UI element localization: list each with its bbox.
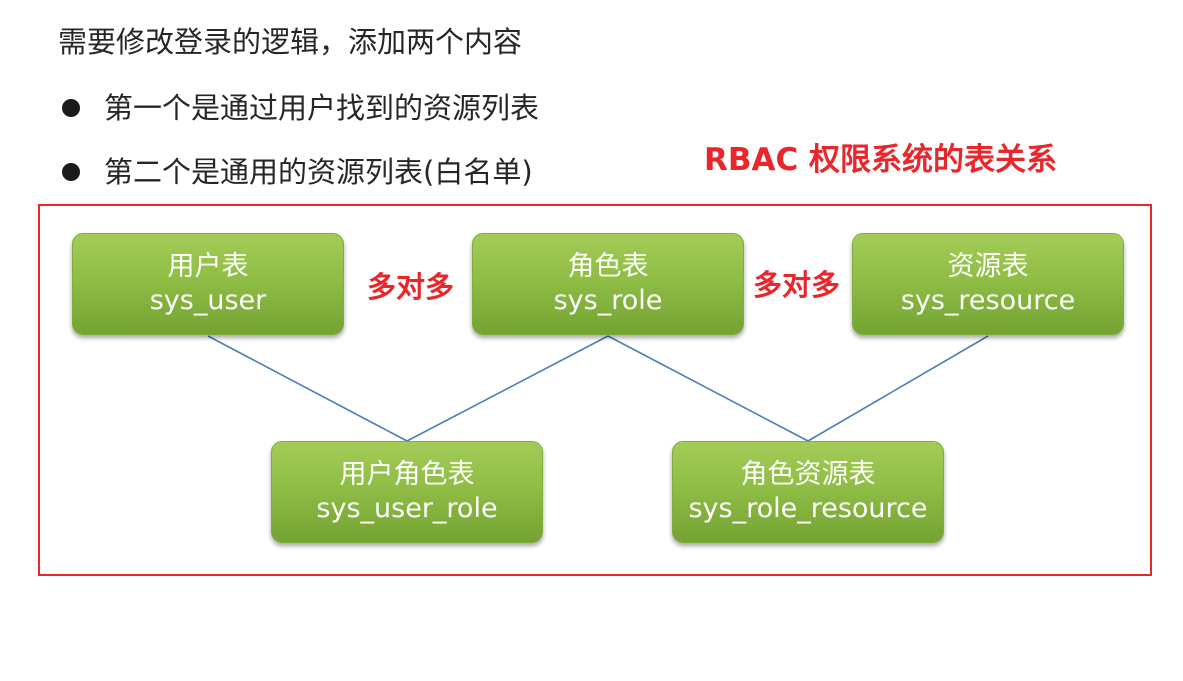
table-en-name: sys_role_resource	[688, 493, 928, 524]
table-cn-name: 用户表	[167, 251, 249, 282]
table-en-name: sys_user_role	[316, 493, 498, 524]
table-cn-name: 角色资源表	[740, 459, 876, 490]
diagram-frame	[38, 204, 1152, 576]
relation-label-user-role: 多对多	[367, 270, 455, 304]
bullet-item: 第一个是通过用户找到的资源列表	[62, 86, 539, 130]
table-en-name: sys_user	[149, 285, 267, 316]
table-en-name: sys_role	[553, 285, 663, 316]
connector-role-to-roleresource	[607, 335, 809, 442]
connector-resource-to-roleresource	[807, 335, 989, 442]
table-cn-name: 角色表	[567, 251, 649, 282]
bullet-text: 第一个是通过用户找到的资源列表	[104, 91, 540, 125]
intro-text: 需要修改登录的逻辑，添加两个内容	[58, 25, 523, 59]
diagram-title: RBAC 权限系统的表关系	[704, 142, 1058, 178]
bullet-dot-icon	[62, 99, 80, 117]
connector-user-to-userrole	[207, 335, 408, 442]
bullet-text: 第二个是通用的资源列表(白名单)	[104, 155, 533, 189]
table-box-sys-user: 用户表 sys_user	[72, 233, 344, 335]
table-box-sys-user-role: 用户角色表 sys_user_role	[271, 441, 543, 543]
table-en-name: sys_resource	[900, 285, 1076, 316]
table-cn-name: 用户角色表	[339, 459, 475, 490]
bullet-dot-icon	[62, 163, 80, 181]
table-box-sys-role-resource: 角色资源表 sys_role_resource	[672, 441, 944, 543]
table-box-sys-resource: 资源表 sys_resource	[852, 233, 1124, 335]
table-box-sys-role: 角色表 sys_role	[472, 233, 744, 335]
connector-role-to-userrole	[406, 335, 609, 442]
table-cn-name: 资源表	[947, 251, 1029, 282]
relation-label-role-resource: 多对多	[753, 268, 841, 302]
bullet-item: 第二个是通用的资源列表(白名单)	[62, 150, 533, 194]
